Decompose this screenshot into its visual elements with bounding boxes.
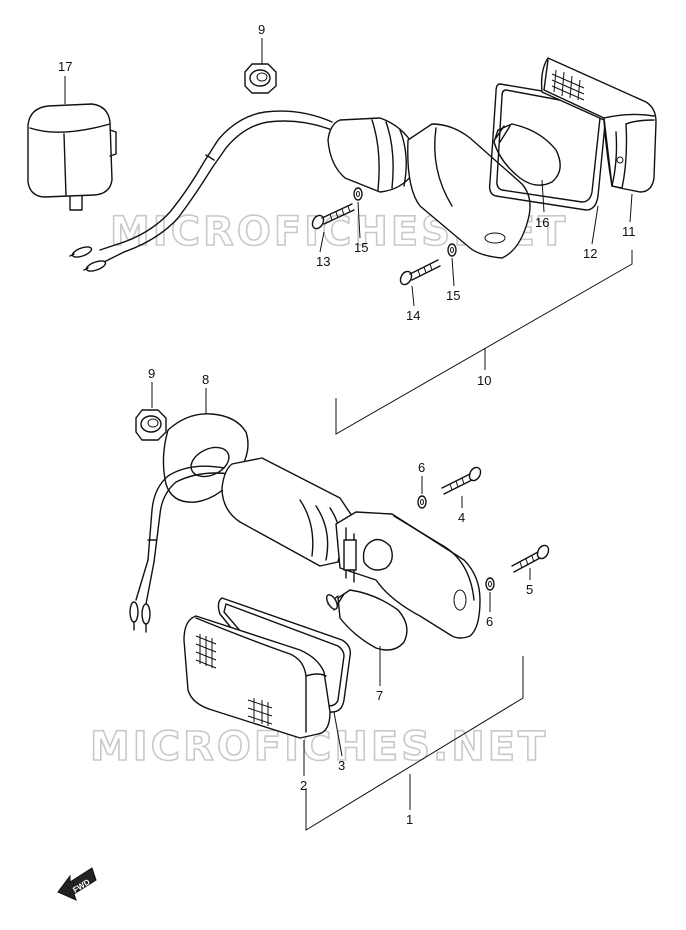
callout-7: 7 (376, 688, 383, 703)
screw-part-5 (511, 544, 550, 573)
callout-16: 16 (535, 215, 549, 230)
washer-part-6-b (485, 577, 495, 591)
callout-11: 11 (622, 224, 636, 239)
callout-6-a: 6 (418, 460, 425, 475)
screw-part-13 (311, 203, 355, 230)
bulb-part-7 (326, 589, 408, 651)
turn-signal-lens-part-2 (183, 615, 331, 739)
washer-part-6-a (417, 495, 427, 509)
grommet-nut-part-9-top (244, 63, 277, 94)
screw-part-4 (441, 466, 482, 495)
callout-1: 1 (406, 812, 413, 827)
callout-4: 4 (458, 510, 465, 525)
callout-15-a: 15 (354, 240, 368, 255)
screw-part-14 (399, 259, 441, 286)
callout-12: 12 (583, 246, 597, 261)
turn-signal-lens-part-11 (540, 57, 657, 193)
callout-9-bottom: 9 (148, 366, 155, 381)
callout-14: 14 (406, 308, 420, 323)
washer-part-15-a (353, 187, 363, 201)
washer-part-15-b (447, 243, 457, 257)
callout-2: 2 (300, 778, 307, 793)
callout-15-b: 15 (446, 288, 460, 303)
callout-9-top: 9 (258, 22, 265, 37)
callout-5: 5 (526, 582, 533, 597)
relay-unit-part-17 (27, 103, 117, 211)
callout-17: 17 (58, 59, 72, 74)
grommet-nut-part-9-bottom (135, 409, 167, 441)
callout-13: 13 (316, 254, 330, 269)
callout-6-b: 6 (486, 614, 493, 629)
leader-lines (64, 38, 633, 831)
callout-3: 3 (338, 758, 345, 773)
callout-8: 8 (202, 372, 209, 387)
front-turn-signal-assembly-part-1 (129, 457, 481, 639)
rear-turn-signal-assembly-part-10 (69, 110, 531, 272)
callout-10: 10 (477, 373, 491, 388)
fwd-arrow-icon: FWD (57, 867, 97, 901)
